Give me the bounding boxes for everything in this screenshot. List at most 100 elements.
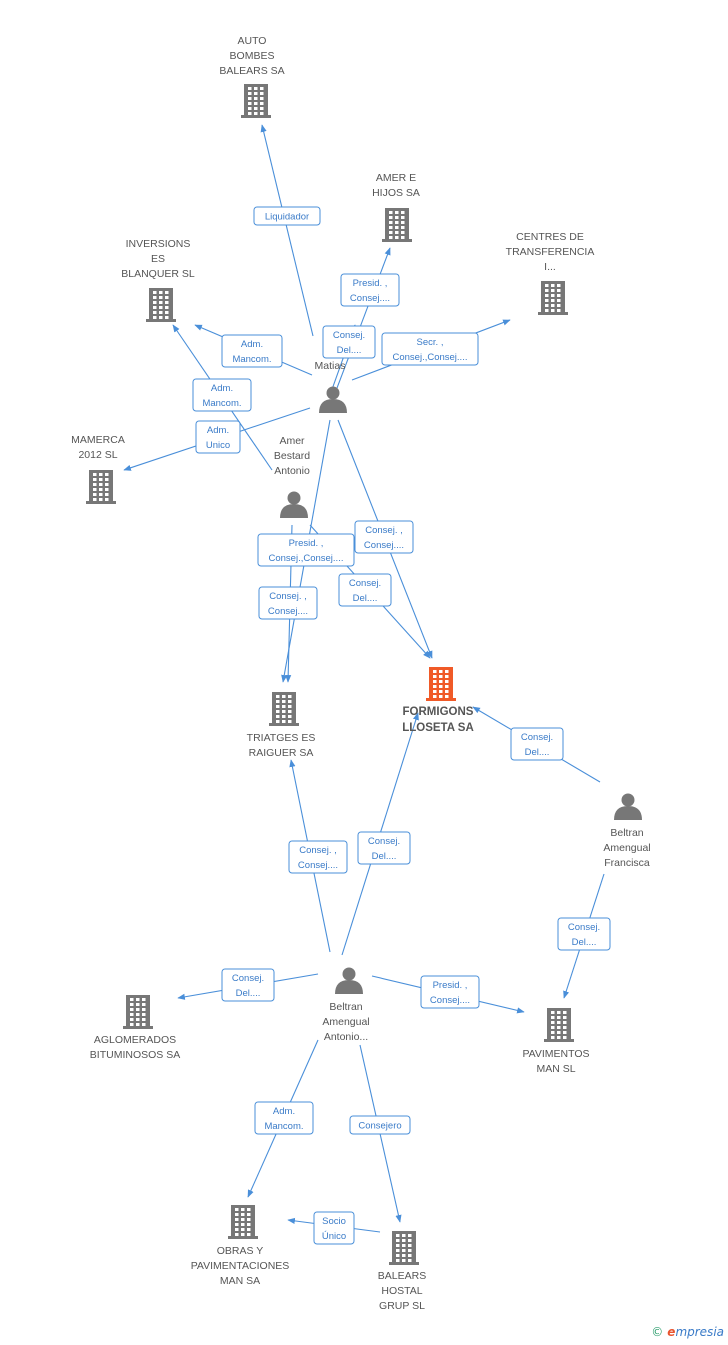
role-badge-text: Adm. [241, 339, 263, 350]
node-label: HOSTAL [381, 1285, 422, 1297]
role-badge-box [258, 586, 318, 620]
role-badge-text: Liquidador [265, 212, 309, 223]
building-icon [228, 1205, 258, 1239]
brand-logo-initial: e [667, 1325, 676, 1339]
role-badge[interactable]: Presid. , Consej.,Consej.... [257, 533, 355, 567]
role-badge[interactable]: Consej.Del.... [557, 917, 611, 951]
role-badge[interactable]: Consej.Del.... [510, 727, 564, 761]
role-badge[interactable]: Presid. , Consej.... [340, 273, 400, 307]
role-badge-text: Mancom. [264, 1121, 303, 1132]
role-badge[interactable]: Consej. ,Consej.... [288, 840, 348, 874]
role-badge[interactable]: Liquidador [253, 206, 321, 226]
node-label: MAN SA [220, 1275, 260, 1287]
node-label: FORMIGONS [403, 706, 474, 718]
node-triatges[interactable]: TRIATGES ES RAIGUER SA [247, 692, 316, 759]
node-label: Amengual [603, 842, 650, 854]
role-badge-box [322, 325, 376, 359]
node-label: BLANQUER SL [121, 268, 195, 280]
role-badge-box [257, 533, 355, 567]
node-label: Bestard [274, 450, 310, 462]
building-icon [241, 84, 271, 118]
relationship-edge [336, 247, 391, 389]
role-badge-box [221, 334, 283, 368]
node-label: AMER E [376, 172, 416, 184]
role-badge[interactable]: Adm.Unico [195, 420, 241, 454]
role-badge-text: Consej. [521, 732, 553, 743]
role-badge[interactable]: Presid. ,Consej.... [420, 975, 480, 1009]
role-badge-text: Consej. , [299, 845, 337, 856]
node-label: AGLOMERADOS [94, 1034, 176, 1046]
role-badge-box [338, 573, 392, 607]
role-badge-box [420, 975, 480, 1009]
role-badge-box [510, 727, 564, 761]
node-obras[interactable]: OBRAS Y PAVIMENTACIONES MAN SA [191, 1205, 290, 1287]
role-badge-text: Consej. [232, 973, 264, 984]
building-icon [86, 470, 116, 504]
role-badge-text: Del.... [353, 593, 378, 604]
role-badge-box [254, 1101, 314, 1135]
building-icon [269, 692, 299, 726]
node-label: PAVIMENTACIONES [191, 1260, 290, 1272]
role-badge[interactable]: Consej. ,Consej.... [354, 520, 414, 554]
role-badge-text: Consej.,Consej.... [269, 553, 344, 564]
role-badge-box [381, 332, 479, 366]
role-badge-text: Secr. , [417, 337, 444, 348]
role-badge[interactable]: Adm.Mancom. [192, 378, 252, 412]
role-badge-text: Presid. , [353, 278, 388, 289]
building-icon [538, 281, 568, 315]
role-badge[interactable]: Consej.Del.... [322, 325, 376, 359]
role-badge[interactable]: Secr. ,Consej.,Consej.... [381, 332, 479, 366]
role-badge[interactable]: Adm.Mancom. [221, 334, 283, 368]
node-centres[interactable]: CENTRES DETRANSFERENCIAI... [506, 231, 595, 315]
role-badge[interactable]: Consej.Del.... [357, 831, 411, 865]
node-beltran_ant[interactable]: BeltranAmengualAntonio... [322, 967, 370, 1044]
brand-footer[interactable]: ©empresia [651, 1325, 724, 1339]
node-label: Beltran [610, 827, 643, 839]
role-badge-text: Único [322, 1231, 346, 1242]
node-label: ES [151, 253, 165, 265]
node-label: OBRAS Y [217, 1245, 264, 1257]
node-label: RAIGUER SA [249, 747, 314, 759]
role-badge-text: Consejero [358, 1121, 401, 1132]
node-label: Antonio [274, 465, 310, 477]
person-icon [319, 386, 347, 413]
building-icon [389, 1231, 419, 1265]
role-badge[interactable]: Adm.Mancom. [254, 1101, 314, 1135]
role-badge-text: Presid. , [289, 538, 324, 549]
node-label: AUTO [238, 35, 267, 47]
role-badge-text: Del.... [572, 937, 597, 948]
node-label: TRIATGES ES [247, 732, 316, 744]
role-badge[interactable]: Consej. Del.... [221, 968, 275, 1002]
role-badge-text: Del.... [337, 345, 362, 356]
role-badge-text: Consej.... [350, 293, 390, 304]
node-label: BOMBES [230, 50, 275, 62]
role-badge-text: Del.... [236, 988, 261, 999]
building-icon [382, 208, 412, 242]
role-badge[interactable]: Consej. Del.... [338, 573, 392, 607]
role-badge[interactable]: Consejero [349, 1115, 411, 1135]
role-badge-text: Consej. [368, 836, 400, 847]
building-icon [123, 995, 153, 1029]
role-badge-box [354, 520, 414, 554]
role-badge[interactable]: Consej. ,Consej.... [258, 586, 318, 620]
node-label: Amer [279, 435, 305, 447]
node-label: PAVIMENTOS [522, 1048, 589, 1060]
role-badge-box [192, 378, 252, 412]
role-badge-box [221, 968, 275, 1002]
role-badge-text: Consej. [349, 578, 381, 589]
role-badge-box [357, 831, 411, 865]
node-label: TRANSFERENCIA [506, 246, 595, 258]
